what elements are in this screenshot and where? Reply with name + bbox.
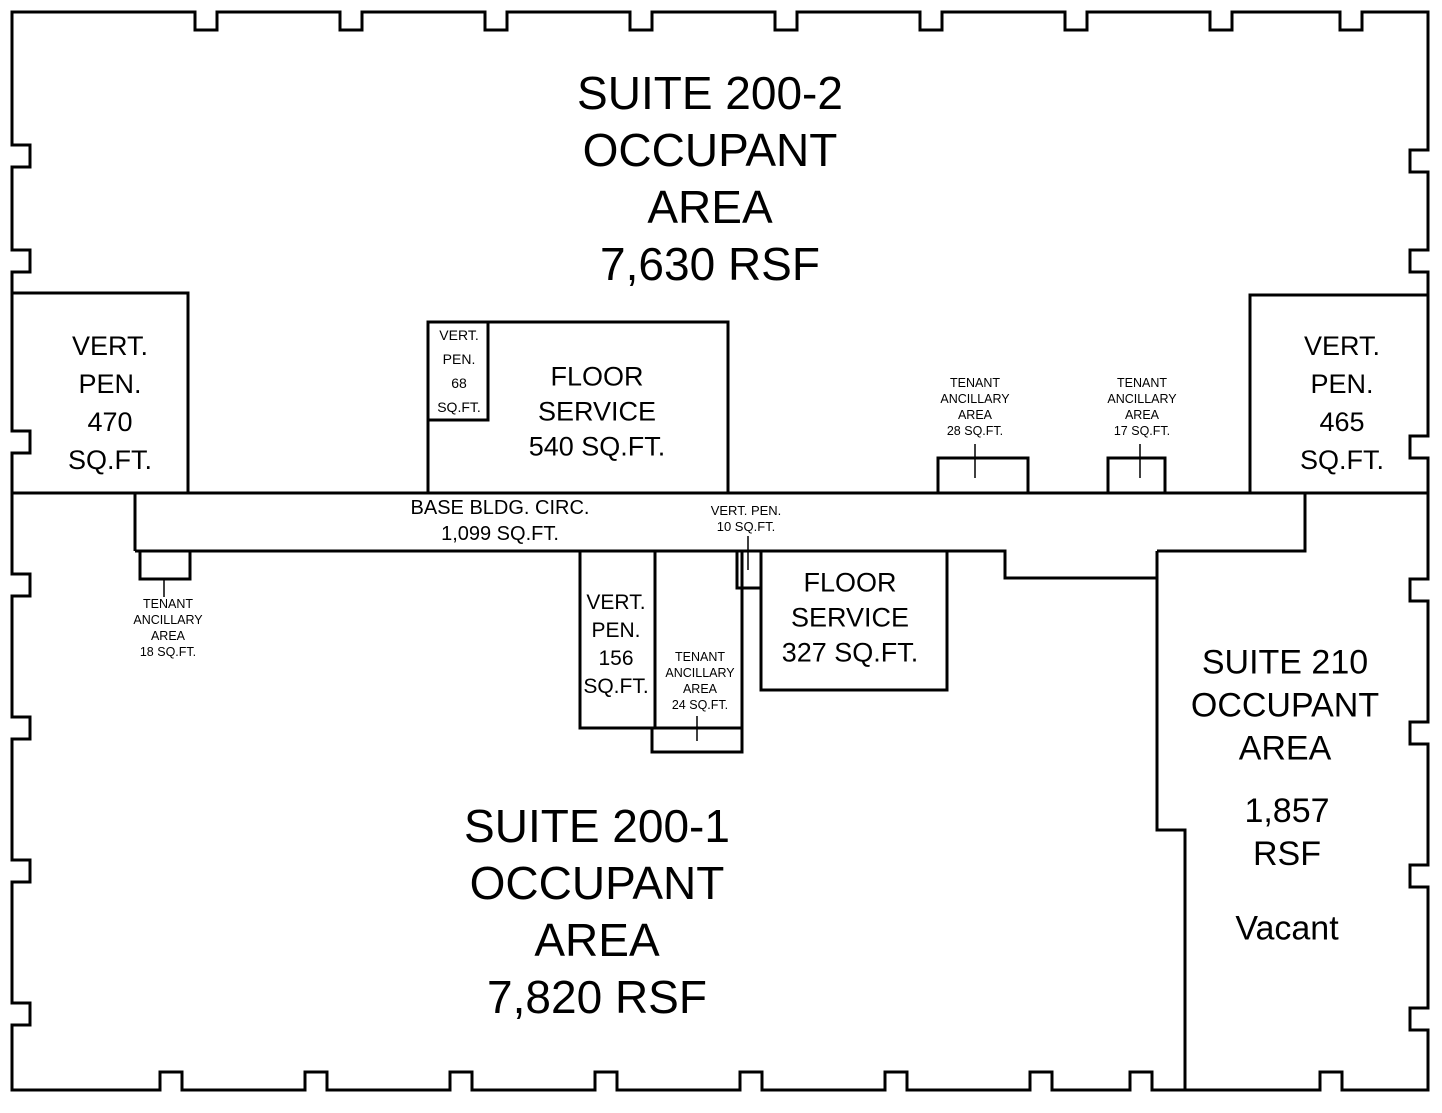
vert-pen-470-walls <box>12 291 190 495</box>
suite-210-rsf: 1,857 RSF <box>1244 792 1330 873</box>
vert-pen-68-walls <box>428 322 490 422</box>
vert-pen-465-label: VERT. PEN. 465 SQ.FT. <box>1299 331 1385 475</box>
tenant-ancillary-28-box <box>936 456 1030 493</box>
vert-pen-156-walls <box>578 551 657 730</box>
suite-200-1-label: SUITE 200-1 OCCUPANT AREA 7,820 RSF <box>464 800 730 1023</box>
vert-pen-470-label: VERT. PEN. 470 SQ.FT. <box>67 331 153 475</box>
tenant-ancillary-24-label: TENANT ANCILLARY AREA 24 SQ.FT. <box>665 650 735 712</box>
tenant-ancillary-17-box <box>1106 456 1167 493</box>
vert-pen-68-label: VERT. PEN. 68 SQ.FT. <box>437 327 481 415</box>
suite-210-title: SUITE 210 OCCUPANT AREA <box>1190 643 1380 768</box>
vert-pen-465-walls <box>1248 293 1428 495</box>
vert-pen-156-label: VERT. PEN. 156 SQ.FT. <box>583 591 649 698</box>
tenant-ancillary-18-label: TENANT ANCILLARY AREA 18 SQ.FT. <box>133 597 203 659</box>
corridor-walls <box>133 491 1307 580</box>
floor-service-327-walls <box>759 551 949 692</box>
floor-service-540-label: FLOOR SERVICE 540 SQ.FT. <box>528 361 666 462</box>
floor-service-540-walls <box>426 320 730 493</box>
suite-200-2-label: SUITE 200-2 OCCUPANT AREA 7,630 RSF <box>577 67 843 290</box>
tenant-ancillary-18-box <box>138 551 192 581</box>
tenant-ancillary-28-label: TENANT ANCILLARY AREA 28 SQ.FT. <box>940 376 1010 438</box>
base-bldg-circ-label: BASE BLDG. CIRC. 1,099 SQ.FT. <box>410 497 590 545</box>
suite-210-status: Vacant <box>1235 909 1339 948</box>
floor-service-327-label: FLOOR SERVICE 327 SQ.FT. <box>781 567 919 668</box>
suite-210-demising-wall <box>1155 551 1187 1090</box>
tenant-ancillary-24-box <box>650 726 744 754</box>
vert-pen-10-label: VERT. PEN. 10 SQ.FT. <box>710 503 782 534</box>
tenant-ancillary-17-label: TENANT ANCILLARY AREA 17 SQ.FT. <box>1107 376 1177 438</box>
